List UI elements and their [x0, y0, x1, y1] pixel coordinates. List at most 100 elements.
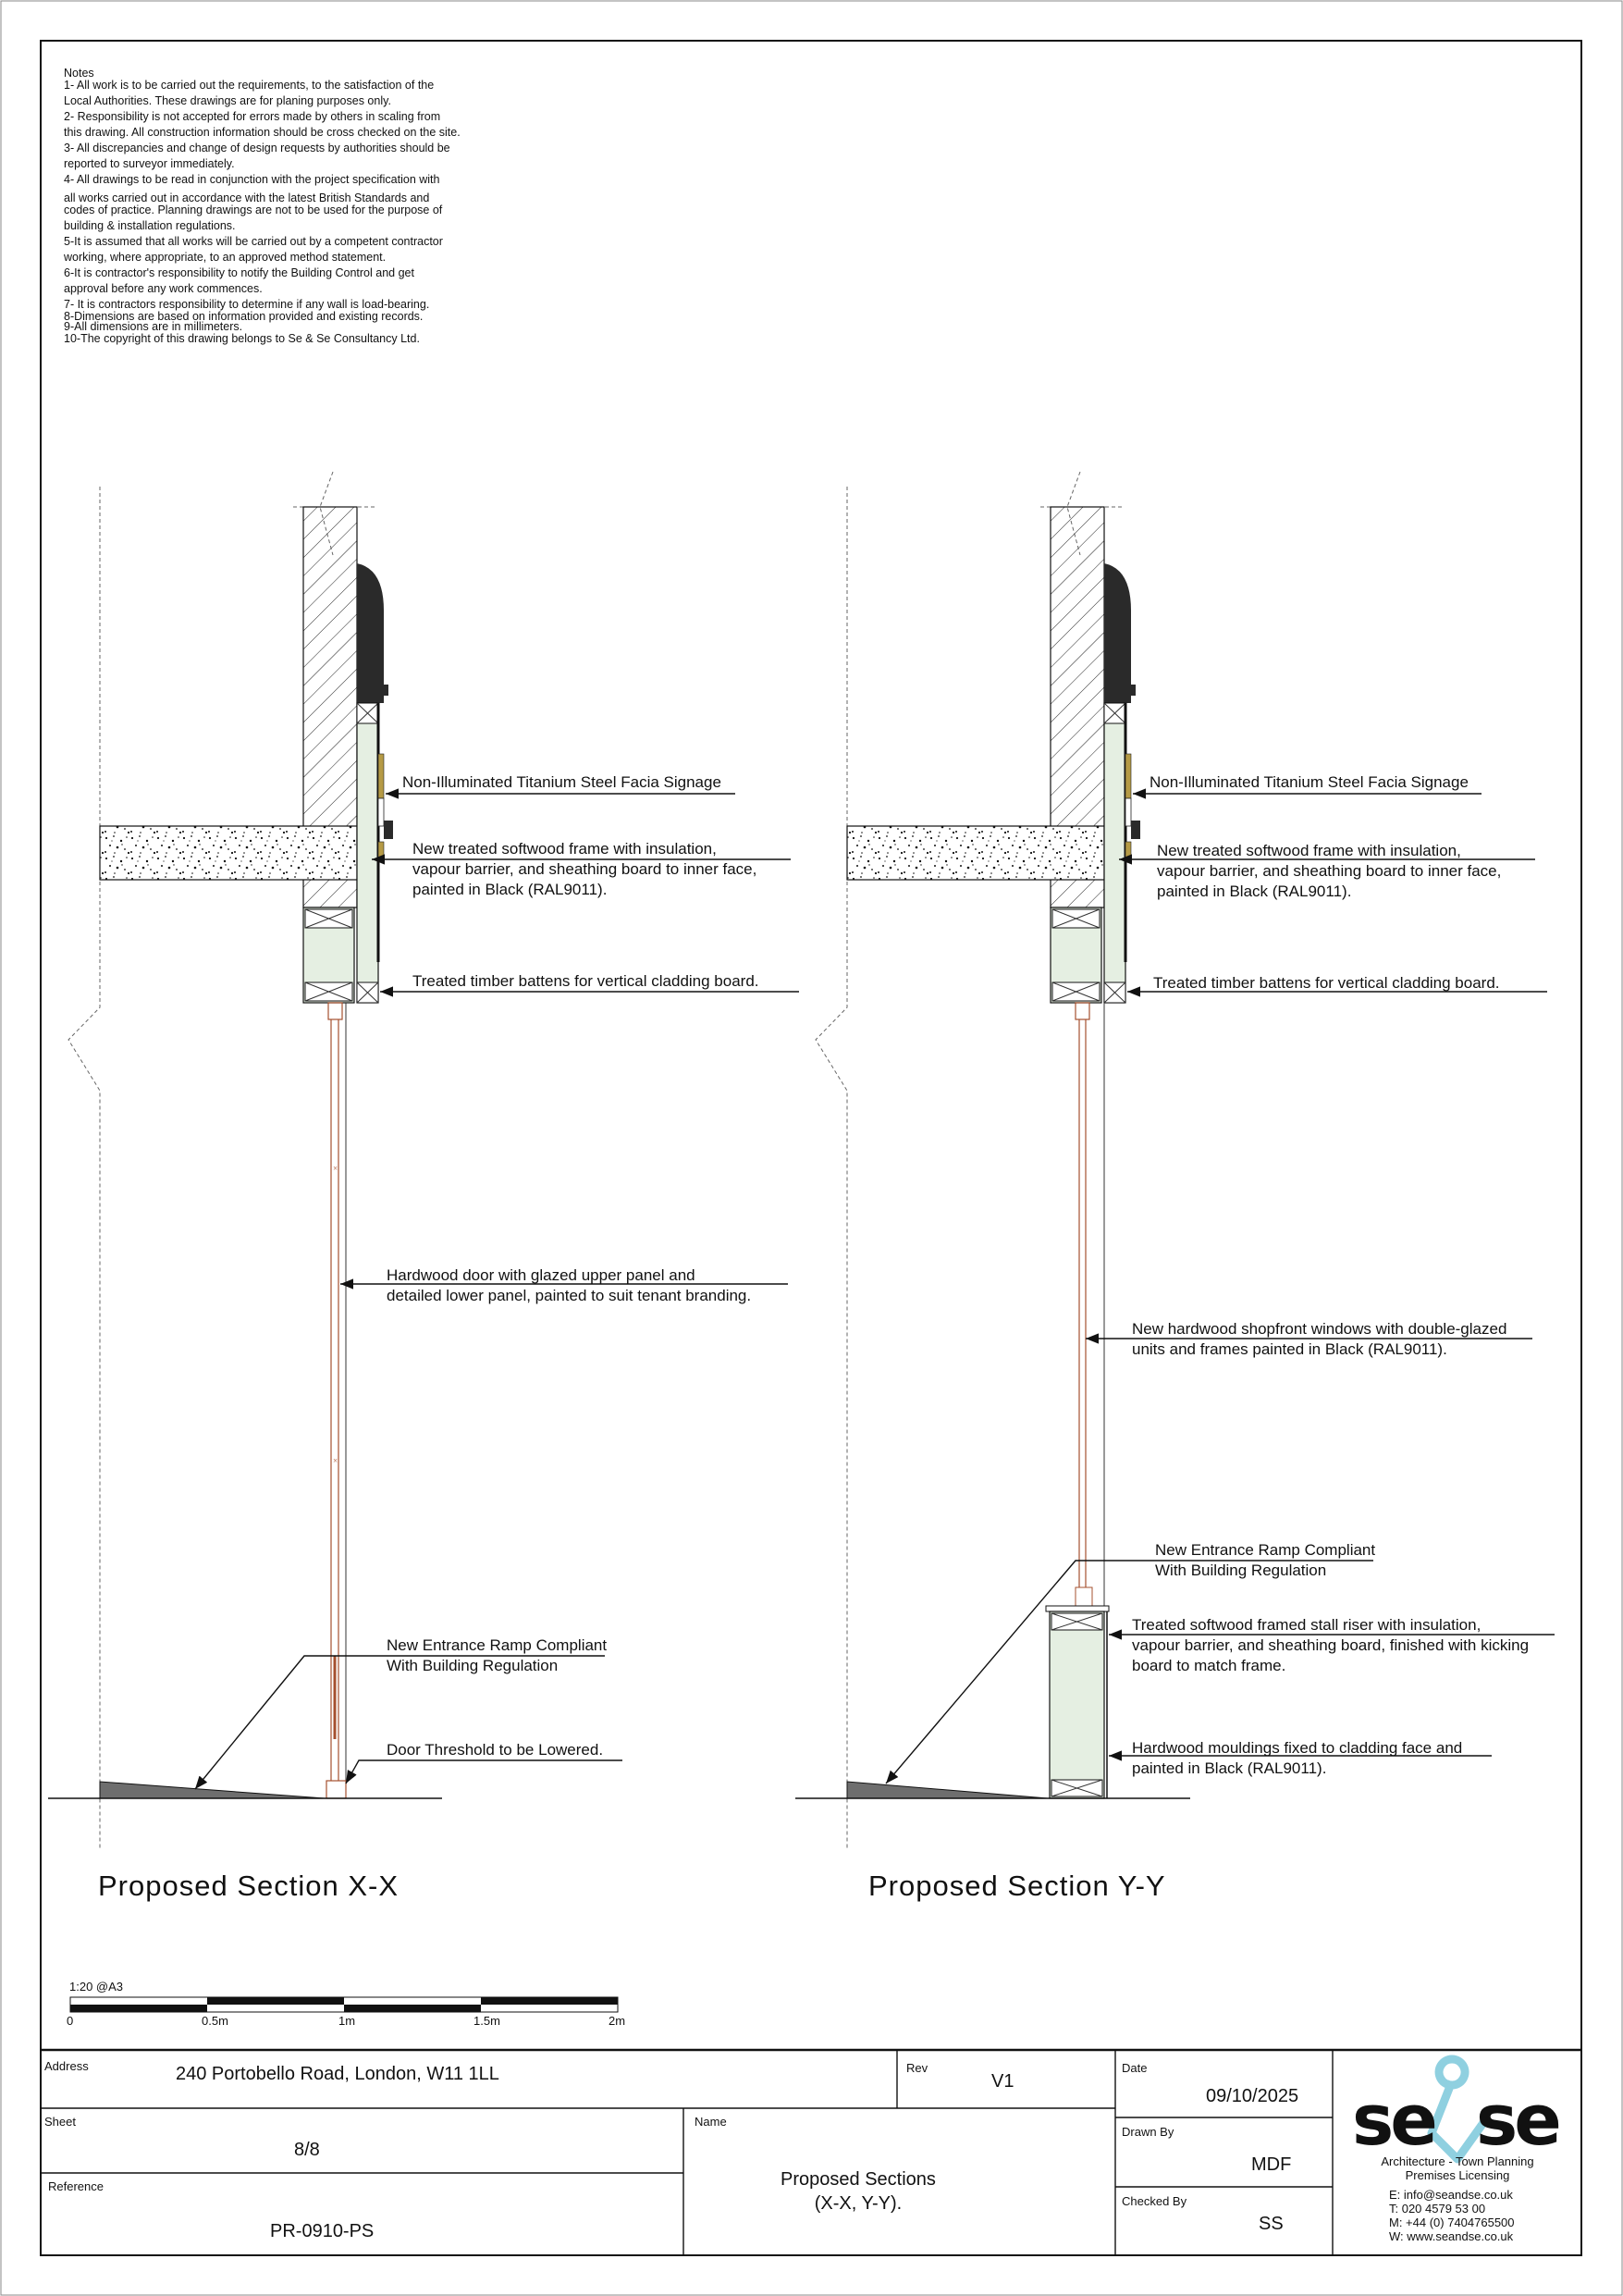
label-battens: Treated timber battens for vertical clad… [412, 972, 759, 990]
label-signage: Non-Illuminated Titanium Steel Facia Sig… [402, 773, 721, 791]
scale-label: 1:20 @A3 [69, 1980, 123, 1994]
callout-battens-xx: Treated timber battens for vertical clad… [380, 972, 799, 997]
scale-tick: 0.5m [202, 2014, 228, 2028]
checked-by-label: Checked By [1122, 2194, 1187, 2208]
svg-text:×: × [333, 1456, 338, 1465]
name-value-2: (X-X, Y-Y). [815, 2193, 902, 2214]
label-threshold: Door Threshold to be Lowered. [387, 1741, 603, 1759]
svg-text:se: se [1476, 2079, 1558, 2161]
stall-riser-yy [1045, 1605, 1110, 1799]
drawing-frame [40, 40, 1582, 2256]
note-line: 1- All work is to be carried out the req… [64, 79, 434, 92]
note-line: this drawing. All construction informati… [64, 126, 461, 139]
label-frame-3: painted in Black (RAL9011). [412, 881, 607, 898]
callout-signage-yy: Non-Illuminated Titanium Steel Facia Sig… [1133, 773, 1482, 799]
address-value: 240 Portobello Road, London, W11 1LL [176, 2064, 499, 2084]
reference-value: PR-0910-PS [270, 2221, 374, 2241]
label-stall-3: board to match frame. [1132, 1657, 1285, 1674]
label-signage: Non-Illuminated Titanium Steel Facia Sig… [1150, 773, 1469, 791]
company-block: se se Architecture - Town Planning Premi… [1352, 2055, 1562, 2243]
label-frame-1: New treated softwood frame with insulati… [1157, 842, 1461, 859]
date-label: Date [1122, 2061, 1147, 2075]
callout-threshold-xx: Door Threshold to be Lowered. [345, 1741, 622, 1784]
note-line: 9-All dimensions are in millimeters. [64, 320, 242, 333]
label-ramp-1: New Entrance Ramp Compliant [1155, 1541, 1375, 1559]
note-line: Local Authorities. These drawings are fo… [64, 94, 391, 107]
rev-label: Rev [906, 2061, 928, 2075]
company-mobile: M: +44 (0) 7404765500 [1389, 2216, 1515, 2229]
ramp-xx [99, 1781, 326, 1799]
label-battens: Treated timber battens for vertical clad… [1153, 974, 1500, 992]
label-mouldings-2: painted in Black (RAL9011). [1132, 1759, 1326, 1777]
company-tagline-2: Premises Licensing [1406, 2168, 1510, 2182]
note-line: codes of practice. Planning drawings are… [64, 204, 443, 216]
note-line: 2- Responsibility is not accepted for er… [64, 110, 440, 123]
svg-text:se: se [1352, 2079, 1434, 2161]
callout-signage-xx: Non-Illuminated Titanium Steel Facia Sig… [386, 773, 735, 799]
company-email[interactable]: E: info@seandse.co.uk [1389, 2188, 1513, 2202]
drawn-by-value: MDF [1251, 2154, 1291, 2175]
name-value-1: Proposed Sections [781, 2169, 936, 2190]
note-line: building & installation regulations. [64, 219, 236, 232]
scale-tick: 2m [609, 2014, 625, 2028]
title-block: Address 240 Portobello Road, London, W11… [41, 2048, 1581, 2255]
company-tagline-1: Architecture - Town Planning [1381, 2154, 1533, 2168]
label-frame-3: painted in Black (RAL9011). [1157, 883, 1351, 900]
note-line: 3- All discrepancies and change of desig… [64, 142, 450, 154]
company-website[interactable]: W: www.seandse.co.uk [1389, 2229, 1514, 2243]
callout-frame-yy: New treated softwood frame with insulati… [1119, 842, 1535, 900]
note-line: 4- All drawings to be read in conjunctio… [64, 173, 440, 186]
name-label: Name [695, 2115, 727, 2129]
callout-mouldings-yy: Hardwood mouldings fixed to cladding fac… [1109, 1739, 1492, 1777]
callout-windows-yy: New hardwood shopfront windows with doub… [1086, 1320, 1532, 1358]
checked-by-value: SS [1259, 2214, 1284, 2234]
callout-ramp-yy: New Entrance Ramp Compliant With Buildin… [885, 1541, 1375, 1784]
callout-ramp-xx: New Entrance Ramp Compliant With Buildin… [194, 1636, 607, 1790]
note-line: 7- It is contractors responsibility to d… [64, 298, 429, 311]
callout-battens-yy: Treated timber battens for vertical clad… [1127, 974, 1547, 997]
ramp-yy [846, 1781, 1049, 1799]
sheet-label: Sheet [44, 2115, 76, 2129]
scale-tick: 1.5m [473, 2014, 500, 2028]
label-door-2: detailed lower panel, painted to suit te… [387, 1287, 751, 1304]
label-frame-2: vapour barrier, and sheathing board to i… [412, 860, 756, 878]
section-xx-wall-assembly [67, 470, 395, 1850]
note-line: 6-It is contractor's responsibility to n… [64, 266, 414, 279]
label-frame-1: New treated softwood frame with insulati… [412, 840, 717, 858]
callout-stall-riser-yy: Treated softwood framed stall riser with… [1109, 1616, 1555, 1674]
section-yy: Non-Illuminated Titanium Steel Facia Sig… [795, 470, 1555, 1902]
label-ramp-2: With Building Regulation [1155, 1562, 1326, 1579]
note-line: reported to surveyor immediately. [64, 157, 235, 170]
callout-frame-xx: New treated softwood frame with insulati… [372, 840, 791, 898]
section-title-yy: Proposed Section Y-Y [868, 1870, 1166, 1902]
label-door-1: Hardwood door with glazed upper panel an… [387, 1266, 695, 1284]
notes-heading: Notes [64, 67, 94, 80]
window-yy [1075, 1002, 1105, 1611]
note-line: working, where appropriate, to an approv… [63, 251, 386, 264]
rev-value: V1 [991, 2071, 1014, 2092]
note-line: 8-Dimensions are based on information pr… [64, 310, 423, 323]
company-phone: T: 020 4579 53 00 [1389, 2202, 1485, 2216]
date-value: 09/10/2025 [1206, 2086, 1298, 2106]
section-title-xx: Proposed Section X-X [98, 1870, 399, 1902]
label-ramp-1: New Entrance Ramp Compliant [387, 1636, 607, 1654]
label-ramp-2: With Building Regulation [387, 1657, 558, 1674]
callout-door-xx: Hardwood door with glazed upper panel an… [340, 1266, 788, 1304]
sheet-value: 8/8 [294, 2140, 320, 2160]
scale-tick: 1m [338, 2014, 355, 2028]
note-line: 10-The copyright of this drawing belongs… [64, 332, 420, 345]
door-xx: × × [326, 1002, 347, 1799]
svg-text:×: × [333, 1164, 338, 1173]
label-windows-1: New hardwood shopfront windows with doub… [1132, 1320, 1506, 1338]
scale-bar: 1:20 @A3 0 0.5m 1m 1.5m 2m [67, 1980, 625, 2028]
label-stall-1: Treated softwood framed stall riser with… [1132, 1616, 1481, 1634]
scale-tick: 0 [67, 2014, 73, 2028]
label-frame-2: vapour barrier, and sheathing board to i… [1157, 862, 1501, 880]
section-xx: × × Non-Illuminated Titanium Steel Facia… [48, 470, 799, 1902]
label-windows-2: units and frames painted in Black (RAL90… [1132, 1340, 1447, 1358]
label-mouldings-1: Hardwood mouldings fixed to cladding fac… [1132, 1739, 1462, 1757]
address-label: Address [44, 2059, 89, 2073]
reference-label: Reference [48, 2179, 104, 2193]
